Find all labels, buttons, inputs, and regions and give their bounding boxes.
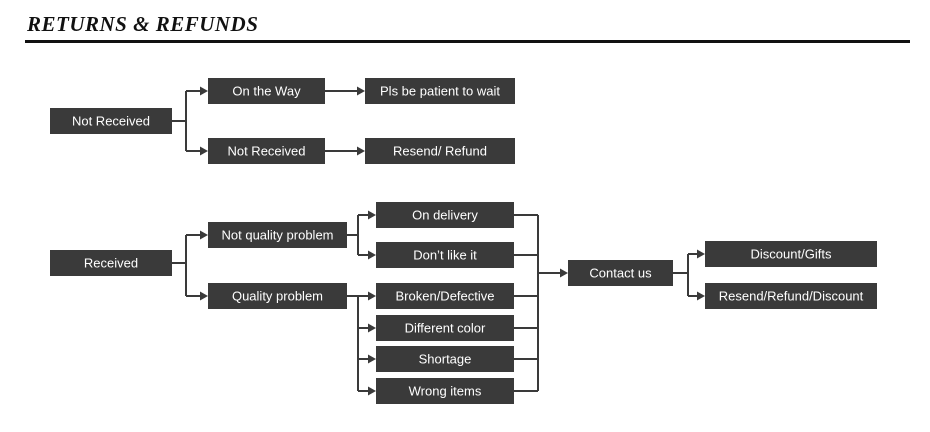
- node-box: [376, 242, 514, 268]
- node-label: Contact us: [589, 265, 652, 280]
- node-box: [376, 315, 514, 341]
- flow-node-pls-be-patient[interactable]: Pls be patient to wait: [365, 78, 515, 104]
- node-box: [365, 78, 515, 104]
- arrow-head-icon: [697, 249, 705, 259]
- connector-layer: [172, 86, 705, 396]
- flow-node-broken-defective[interactable]: Broken/Defective: [376, 283, 514, 309]
- node-box: [705, 283, 877, 309]
- node-label: Not quality problem: [222, 227, 334, 242]
- flow-node-shortage[interactable]: Shortage: [376, 346, 514, 372]
- node-label: Different color: [405, 320, 486, 335]
- arrow-head-icon: [200, 86, 208, 96]
- page-title: RETURNS & REFUNDS: [27, 12, 259, 36]
- arrow-head-icon: [368, 291, 376, 301]
- node-label: Resend/Refund/Discount: [719, 288, 864, 303]
- arrow-head-icon: [200, 146, 208, 156]
- node-box: [568, 260, 673, 286]
- node-label: Wrong items: [409, 383, 482, 398]
- arrow-head-icon: [200, 230, 208, 240]
- flow-node-resend-refund[interactable]: Resend/ Refund: [365, 138, 515, 164]
- node-label: Quality problem: [232, 288, 323, 303]
- node-label: Received: [84, 255, 138, 270]
- arrow-head-icon: [357, 146, 365, 156]
- node-box: [208, 78, 325, 104]
- flow-node-on-delivery[interactable]: On delivery: [376, 202, 514, 228]
- node-label: Pls be patient to wait: [380, 83, 500, 98]
- arrow-head-icon: [697, 291, 705, 301]
- node-label: Don’t like it: [413, 247, 477, 262]
- flow-node-not-quality-problem[interactable]: Not quality problem: [208, 222, 347, 248]
- title-divider: [25, 40, 910, 43]
- node-box: [376, 202, 514, 228]
- node-box: [365, 138, 515, 164]
- arrow-head-icon: [368, 210, 376, 220]
- arrow-head-icon: [368, 250, 376, 260]
- node-box: [705, 241, 877, 267]
- node-box: [50, 108, 172, 134]
- node-label: Not Received: [227, 143, 305, 158]
- arrow-head-icon: [560, 268, 568, 278]
- arrow-head-icon: [200, 291, 208, 301]
- flow-node-quality-problem[interactable]: Quality problem: [208, 283, 347, 309]
- node-label: On the Way: [232, 83, 301, 98]
- flow-node-contact-us[interactable]: Contact us: [568, 260, 673, 286]
- node-label: Resend/ Refund: [393, 143, 487, 158]
- flow-node-different-color[interactable]: Different color: [376, 315, 514, 341]
- node-label: Discount/Gifts: [751, 246, 832, 261]
- node-box: [50, 250, 172, 276]
- node-box: [208, 222, 347, 248]
- flow-node-received-root[interactable]: Received: [50, 250, 172, 276]
- flow-node-dont-like-it[interactable]: Don’t like it: [376, 242, 514, 268]
- flow-node-not-received-branch[interactable]: Not Received: [208, 138, 325, 164]
- node-label: On delivery: [412, 207, 478, 222]
- node-box: [208, 138, 325, 164]
- arrow-head-icon: [357, 86, 365, 96]
- arrow-head-icon: [368, 386, 376, 396]
- flow-node-discount-gifts[interactable]: Discount/Gifts: [705, 241, 877, 267]
- node-box: [376, 346, 514, 372]
- node-box: [376, 378, 514, 404]
- node-box: [376, 283, 514, 309]
- arrow-head-icon: [368, 354, 376, 364]
- node-box: [208, 283, 347, 309]
- flow-node-on-the-way[interactable]: On the Way: [208, 78, 325, 104]
- node-label: Shortage: [419, 351, 472, 366]
- flow-node-resend-refund-discount[interactable]: Resend/Refund/Discount: [705, 283, 877, 309]
- node-label: Not Received: [72, 113, 150, 128]
- arrow-head-icon: [368, 323, 376, 333]
- flow-node-wrong-items[interactable]: Wrong items: [376, 378, 514, 404]
- flow-node-not-received-root[interactable]: Not Received: [50, 108, 172, 134]
- node-layer: Not Received On the Way Pls be patient to …: [50, 78, 877, 404]
- node-label: Broken/Defective: [396, 288, 495, 303]
